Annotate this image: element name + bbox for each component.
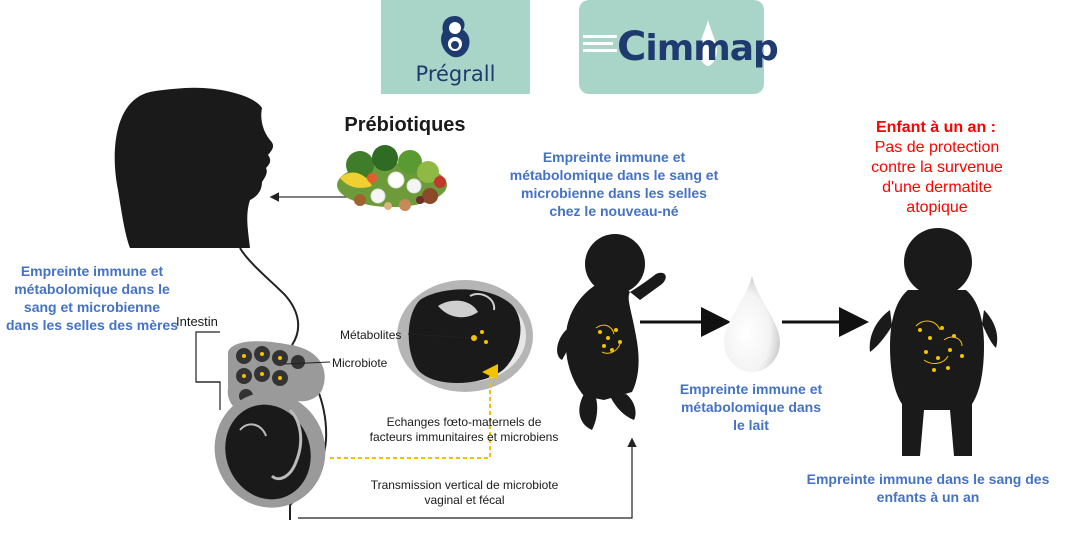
microbiote-pointer	[283, 361, 331, 365]
immap-logo-text: Cimmap	[617, 24, 779, 70]
mother-uterus	[214, 392, 326, 508]
intestin-bracket	[195, 331, 220, 383]
newborn-imprint-label: Empreinte immune et métabolomique dans l…	[509, 149, 719, 219]
newborn-silhouette	[557, 234, 666, 430]
exchange-label: Echanges fœto-maternels de facteurs immu…	[369, 415, 559, 444]
immap-logo: Cimmap	[579, 0, 779, 94]
microbiote-label: Microbiote	[332, 356, 388, 370]
immap-lines-icon	[583, 35, 617, 52]
exchange-dotted-arrow	[330, 364, 498, 459]
child-silhouette	[869, 228, 998, 456]
pregrall-logo-text: Prégrall	[415, 62, 496, 86]
fetus-in-womb	[397, 280, 533, 392]
metabolites-pointer	[407, 333, 471, 339]
pregrall-logo: Prégrall	[381, 0, 530, 94]
mother-imprint-label: Empreinte immune et métabolomique dans l…	[6, 263, 178, 333]
child-imprint-label: Empreinte immune dans le sang des enfant…	[806, 471, 1050, 505]
baby-logo-icon	[441, 16, 470, 58]
milk-imprint-label: Empreinte immune et métabolomique dans l…	[679, 381, 823, 433]
metabolites-label: Métabolites	[340, 328, 402, 342]
child-outcome-text: Pas de protection contre la survenue d'u…	[871, 139, 1003, 216]
child-outcome-title: Enfant à un an :	[876, 119, 996, 136]
intestin-bracket-lower	[196, 381, 221, 410]
immap-logo-name: immap	[645, 28, 778, 69]
intestin-label: Intestin	[176, 314, 218, 329]
milk-drop-icon	[724, 276, 780, 372]
milk-drop-logo-icon	[699, 20, 717, 66]
intestine-cluster	[227, 341, 325, 413]
transmission-label: Transmission vertical de microbiote vagi…	[370, 478, 559, 507]
prebiotics-food-icon	[337, 145, 447, 211]
prebiotics-title: Prébiotiques	[344, 114, 466, 136]
transmission-arrow	[298, 437, 637, 519]
